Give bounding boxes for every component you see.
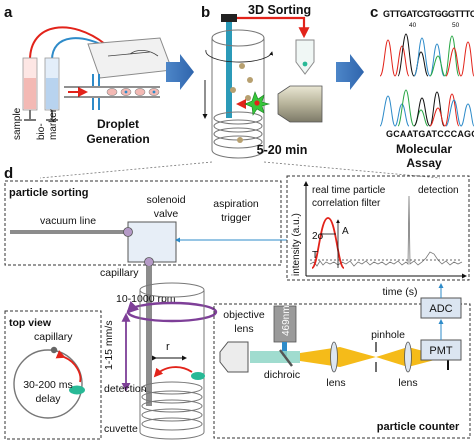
droplet-title-1: Droplet bbox=[97, 117, 139, 131]
graph-xlabel: time (s) bbox=[383, 286, 418, 298]
lens-label-1: lens bbox=[326, 377, 345, 389]
rotation-ring bbox=[126, 301, 218, 323]
amplitude-label: A bbox=[342, 226, 349, 237]
graph-annot-1b: detection bbox=[418, 185, 459, 196]
panel-b: b 3D Sorting 5-20 m bbox=[201, 3, 323, 159]
arrow-a-to-b bbox=[166, 54, 194, 90]
cuvette-label: cuvette bbox=[104, 423, 138, 435]
seq-tick-40: 40 bbox=[409, 22, 417, 29]
lens-2 bbox=[404, 341, 412, 373]
radius-label: r bbox=[166, 341, 170, 353]
solenoid-label-2: valve bbox=[154, 208, 179, 220]
arrow-b-to-c bbox=[336, 54, 364, 90]
signal-graph: intensity (a.u.) real time particle dete… bbox=[286, 175, 470, 298]
speed-label: 1-15 mm/s bbox=[103, 320, 115, 370]
sequence-bottom: GCAATGATCCCAGGC bbox=[386, 129, 474, 139]
graph-annot-2: correlation filter bbox=[312, 198, 381, 209]
droplet-junction bbox=[64, 74, 160, 110]
seq-tick-50: 50 bbox=[452, 22, 460, 29]
aspiration-label-2: trigger bbox=[221, 212, 251, 224]
assay-title-1: Molecular bbox=[396, 142, 452, 156]
detection-label: detection bbox=[104, 383, 147, 395]
panel-a-letter: a bbox=[4, 4, 13, 21]
syringe-biomarker bbox=[44, 57, 60, 121]
panel-a: a bbox=[4, 4, 173, 146]
pmt-label: PMT bbox=[429, 345, 453, 357]
signal-trace bbox=[309, 195, 463, 267]
panel-c: c GTTGATCGTGGGTTTCAGCTGAGCTAGC 40 50 GCA… bbox=[370, 4, 474, 170]
aspiration-label-1: aspiration bbox=[213, 198, 259, 210]
collection-tube bbox=[295, 39, 315, 75]
assay-title-2: Assay bbox=[406, 156, 442, 170]
capillary-b bbox=[226, 22, 232, 118]
droplet-title-2: Generation bbox=[86, 132, 149, 146]
solenoid-valve bbox=[127, 221, 177, 263]
objective-b bbox=[277, 85, 323, 123]
biomarker-label-1: bio- bbox=[36, 123, 47, 140]
laser-label: 469nm bbox=[281, 305, 292, 336]
adc-label: ADC bbox=[429, 303, 452, 315]
panel-b-letter: b bbox=[201, 4, 210, 21]
graph-annot-1: real time particle bbox=[312, 185, 386, 196]
syringe-sample bbox=[22, 57, 38, 121]
objective-label-2: lens bbox=[234, 323, 253, 335]
objective-lens bbox=[219, 341, 249, 373]
lens-1 bbox=[330, 341, 338, 373]
particle-counter-box: objective lens 469nm F PMT ADC dichroic … bbox=[213, 283, 471, 439]
vacuum-line-label: vacuum line bbox=[40, 215, 96, 227]
sorting-title: 3D Sorting bbox=[248, 3, 311, 17]
chromatogram-bottom bbox=[379, 89, 474, 127]
panel-c-letter: c bbox=[370, 4, 378, 21]
microfluidic-chip bbox=[87, 37, 173, 79]
lens-label-2: lens bbox=[398, 377, 417, 389]
solenoid-label-1: solenoid bbox=[146, 194, 185, 206]
sample-label: sample bbox=[12, 107, 23, 140]
chromatogram-top bbox=[379, 33, 474, 77]
capillary-label: capillary bbox=[100, 267, 139, 279]
correlation-filter-curve bbox=[311, 217, 345, 269]
sequence-top: GTTGATCGTGGGTTTCAGCTGAGCTAGC bbox=[383, 9, 474, 19]
top-view-title: top view bbox=[9, 317, 52, 329]
objective-label-1: objective bbox=[223, 309, 265, 321]
counter-title: particle counter bbox=[377, 421, 460, 433]
sorting-arrow bbox=[237, 16, 310, 39]
delay-label-1: 30-200 ms bbox=[23, 379, 73, 391]
graph-ylabel: intensity (a.u.) bbox=[291, 213, 302, 276]
dichroic-mirror bbox=[279, 349, 293, 367]
capillary-d bbox=[146, 266, 152, 406]
biomarker-label-2: marker bbox=[48, 108, 59, 140]
sorting-time: 5-20 min bbox=[257, 143, 308, 157]
panel-d-letter: d bbox=[4, 165, 13, 182]
dichroic-label: dichroic bbox=[264, 369, 300, 381]
sample-tubing bbox=[29, 26, 106, 61]
particle-sorting-box: particle sorting solenoid valve aspirati… bbox=[4, 180, 287, 279]
top-view-capillary: capillary bbox=[34, 331, 73, 343]
cuvette-main: r bbox=[139, 282, 205, 440]
top-view-box: top view capillary 30-200 ms delay bbox=[4, 310, 102, 440]
sorting-box-title: particle sorting bbox=[9, 187, 88, 199]
delay-label-2: delay bbox=[35, 393, 61, 405]
sigma-label: 2σ bbox=[312, 231, 325, 242]
vacuum-line bbox=[10, 230, 126, 234]
threshold-label: T bbox=[312, 250, 318, 261]
pinhole-label: pinhole bbox=[371, 329, 405, 341]
